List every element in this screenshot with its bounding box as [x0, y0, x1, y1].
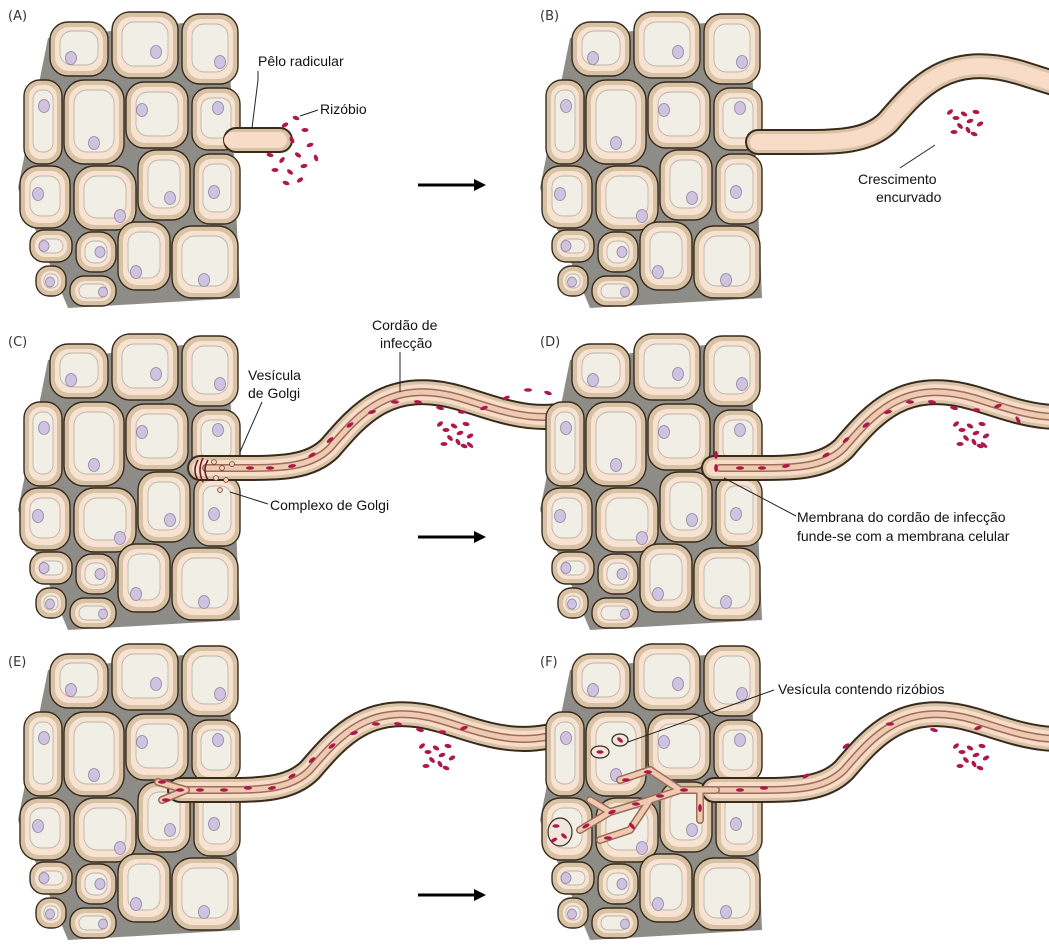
panel-label-b: (B) — [540, 9, 559, 24]
vesicle-rhizobia-label: Vesícula contendo rizóbios — [778, 681, 945, 697]
panel-label-e: (E) — [8, 655, 26, 670]
arrow-3 — [418, 889, 486, 901]
panel-b: (B) Crescimento encurvado — [540, 9, 1049, 308]
panel-label-d: (D) — [540, 335, 560, 350]
curled-growth-label-line1: Crescimento — [858, 171, 937, 187]
rhizobia-cluster — [418, 742, 456, 771]
panel-label-a: (A) — [8, 9, 27, 24]
membrane-fusion-label-line1: Membrana do cordão de infecção — [797, 509, 1006, 525]
golgi-vesicle-label-line2: de Golgi — [248, 385, 300, 401]
arrow-1 — [418, 179, 486, 191]
panel-d: (D) Membrana do cordão de infecção funde… — [540, 334, 1049, 630]
panel-a: (A) Pêlo radicular Rizóbio — [8, 9, 367, 308]
golgi-complex-label: Complexo de Golgi — [270, 497, 389, 513]
plant-tissue — [18, 334, 240, 630]
infection-thread-label-line2: infecção — [380, 335, 432, 351]
curled-root-hair — [714, 380, 1049, 468]
root-hair-leader — [252, 71, 258, 128]
curled-growth-label-line2: encurvado — [876, 189, 942, 205]
plant-tissue — [18, 12, 240, 308]
plant-tissue — [540, 334, 762, 630]
plant-tissue — [540, 12, 762, 308]
rhizobium-label: Rizóbio — [320, 101, 367, 117]
rhizobia-cluster — [946, 108, 984, 137]
curled-root-hair — [714, 702, 1049, 790]
arrow-2 — [418, 531, 486, 543]
curled-root-hair — [758, 54, 1049, 142]
rhizobium-leader — [300, 110, 318, 116]
membrane-fusion-label-line2: funde-se com a membrana celular — [797, 528, 1010, 544]
rhizobia-cluster — [952, 742, 990, 771]
infection-thread-label-line1: Cordão de — [372, 317, 438, 333]
curled-growth-leader — [900, 145, 935, 168]
panel-f: (F) — [540, 644, 1049, 940]
root-hair-label: Pêlo radicular — [258, 53, 344, 69]
panel-label-c: (C) — [8, 335, 27, 350]
panel-label-f: (F) — [540, 655, 558, 670]
golgi-vesicle-leader — [240, 402, 262, 452]
golgi-vesicle-label-line1: Vesícula — [248, 367, 301, 383]
